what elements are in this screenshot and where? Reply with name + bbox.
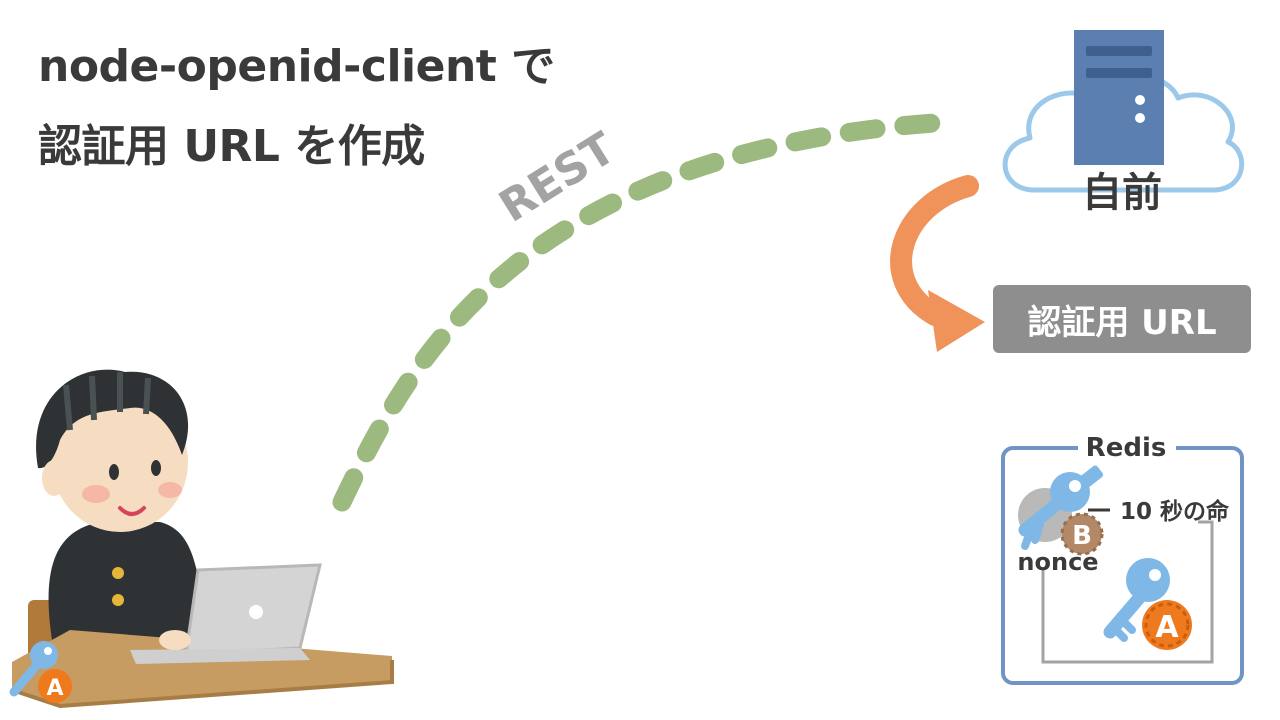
badge-a-letter: A — [1155, 610, 1179, 645]
badge-a-icon — [1142, 600, 1192, 650]
title-line-1: node-openid-client で — [38, 41, 555, 92]
rest-dashed-path — [332, 112, 958, 512]
redis-title: Redis — [1086, 433, 1167, 463]
server-icon — [1074, 30, 1164, 165]
badge-b-letter: B — [1072, 521, 1092, 551]
redis-inner-bracket — [1041, 520, 1214, 664]
ttl-label: 10 秒の命 — [1120, 498, 1230, 525]
nonce-key-icon — [1018, 465, 1104, 550]
badge-b-icon — [1060, 512, 1104, 556]
person-illustration — [28, 369, 205, 670]
auth-url-pill: 認証用 URL — [993, 285, 1251, 353]
redis-key-a-icon — [1103, 558, 1170, 642]
user-badge-letter: A — [46, 676, 63, 701]
title-line-2: 認証用 URL を作成 — [38, 121, 425, 172]
cloud-label: 自前 — [1082, 170, 1162, 216]
orange-curved-arrow — [890, 175, 985, 352]
user-key-icon — [9, 641, 72, 703]
laptop-icon — [130, 563, 322, 664]
nonce-label: nonce — [1017, 548, 1098, 576]
